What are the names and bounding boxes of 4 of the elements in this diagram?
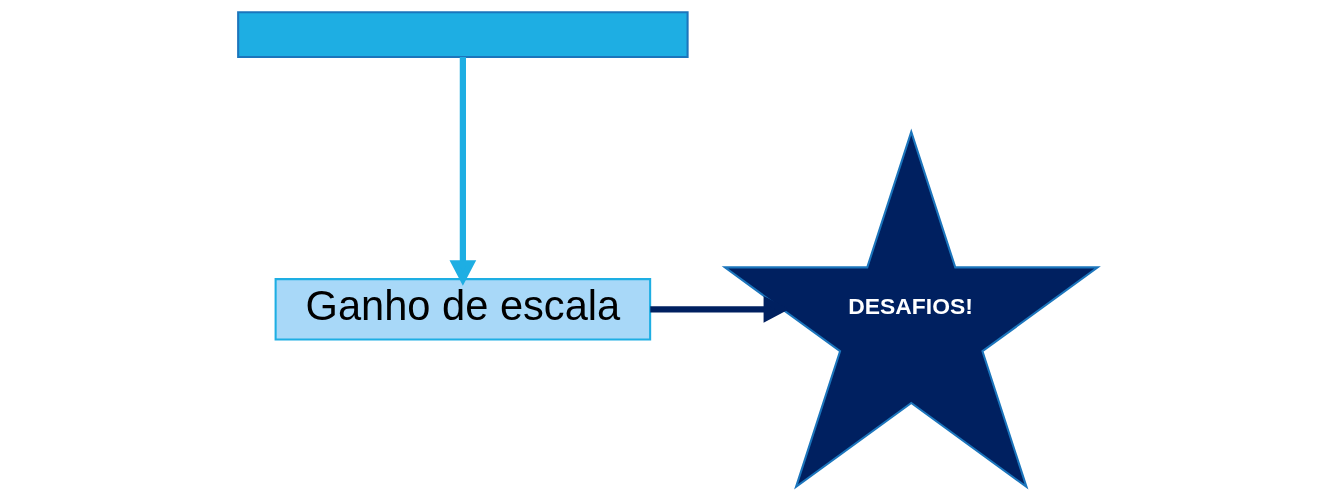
arrow [449, 57, 477, 286]
node-box [237, 11, 689, 58]
arrow [650, 295, 789, 323]
node-box: Ganho de escala [274, 278, 652, 341]
